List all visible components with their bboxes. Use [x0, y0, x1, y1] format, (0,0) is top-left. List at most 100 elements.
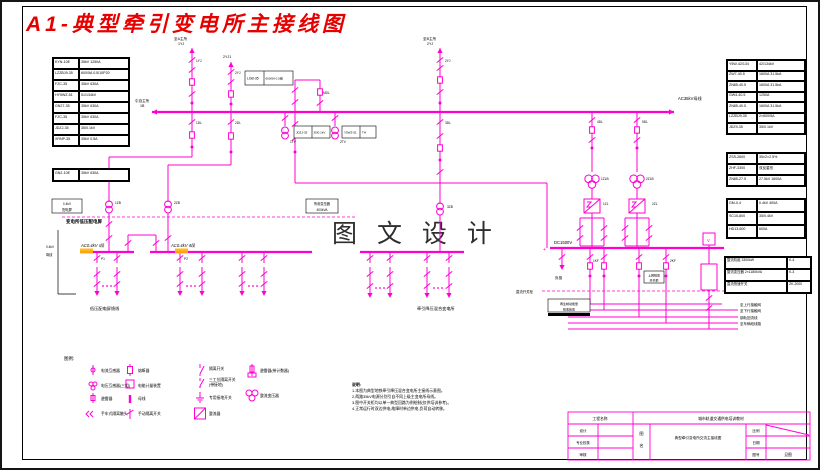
table-cell: 1600A 31.5kA	[757, 70, 805, 81]
device-tag: 5DL	[642, 120, 648, 124]
table-cell: 35kV 1250A	[79, 58, 129, 69]
lgb-box-code: LGB-35	[247, 77, 259, 81]
table-cell: 35kV 630A	[79, 113, 129, 124]
table-cell: XRNP-35	[53, 135, 79, 146]
boxed-labels	[51, 70, 665, 316]
table-cell: 2×600/5A	[757, 112, 805, 123]
ac-bus-label: AC35kV母线	[678, 95, 703, 102]
mixed-substation-group	[360, 250, 464, 299]
lv-box-label-1: 0.4kV	[63, 202, 72, 206]
device-tag: 1KF	[593, 259, 599, 263]
dc-output-label: 至下行接触网	[740, 309, 761, 314]
pt1-box-spec: 35/0.1kV	[314, 131, 326, 135]
table-cell: 1600A 31.5kA	[757, 81, 805, 92]
table-cell: HY5WZ-51	[53, 91, 79, 102]
table-cell: HD13-600	[727, 225, 757, 238]
table-cell: FZC-35	[53, 113, 79, 124]
table-cell: ZSS-2600	[727, 153, 757, 164]
table-cell: 35kV 630A	[79, 80, 129, 91]
dc-output-label: 钢轨回流线	[740, 315, 758, 320]
table-cell: ZK-2000	[787, 281, 811, 293]
legend-item-label: 手动隔离开关	[138, 411, 161, 416]
device-tag: 1ZLB	[601, 177, 609, 181]
legend-item-label: 避雷器	[101, 396, 113, 401]
lv-feeder-caption: 低压配电屏馈线	[90, 305, 120, 312]
legend-item-label: 电流互感器	[101, 368, 120, 373]
titleblock-number-label: 图号	[752, 452, 760, 457]
note-line: 1.本图为典型地铁牵引降压混合变电所主接线示意图。	[352, 388, 445, 393]
table-cell: 600/5A 0.5/10P20	[79, 69, 129, 80]
table-cell: 35kV 630A	[79, 169, 129, 181]
dc-plus-mark: +	[543, 247, 546, 253]
highlight-mark	[175, 248, 188, 254]
bus-source-label-1: 引自主所	[135, 98, 150, 103]
titleblock-fig-2: 名	[639, 442, 643, 449]
legend-symbols	[85, 364, 259, 420]
highlight-mark	[80, 248, 93, 254]
bus-source-label-2: 1B	[140, 104, 145, 108]
device-tag: 1YJ	[196, 59, 202, 63]
station-transformer-box-2: 400kVA	[317, 208, 329, 212]
device-tag: 2ZLB	[646, 177, 654, 181]
notes-block: 说明: 1.本图为典型地铁牵引降压混合变电所主接线示意图。 2.两路35kV电源…	[352, 382, 451, 412]
table-cell: JDZJ-35	[53, 124, 79, 135]
drawing-title: A1-典型牵引变电所主接线图	[26, 13, 347, 36]
notes-title: 说明:	[352, 382, 362, 387]
table-cell: FZC-35	[53, 80, 79, 91]
dc-output-label: 至上行接触网	[740, 303, 761, 307]
legend-item-label: 母线	[138, 396, 146, 401]
table-cell: 27.5kV 1600A	[757, 175, 805, 186]
table-cell: KYN-10E	[53, 58, 79, 69]
table-cell: 1250A	[757, 91, 805, 102]
table-cell: 整流机组 3300kW	[725, 257, 787, 269]
table-cell: ZW7-40.5	[727, 70, 757, 81]
lv-bus1-label: AC0.4kV Ⅰ段	[80, 243, 105, 248]
schematic-linework	[62, 47, 811, 461]
table-cell: ZN85-40.5	[727, 81, 757, 92]
dc-meter-glyph: V	[707, 238, 710, 243]
feeder-incoming-3	[436, 47, 444, 252]
device-tag: P2	[184, 257, 188, 261]
table-cell: 整流变压器 2×1180kVA	[725, 269, 787, 281]
table-cell: 35kV 0.5A	[79, 135, 129, 146]
regen-box-label-2: 吸收装置	[563, 307, 575, 312]
legend-item-label: 电压互感器(三相)	[101, 383, 131, 388]
table-cell: 35/0.1kV	[79, 124, 129, 135]
table-cell: ZN85-40.5	[727, 102, 757, 113]
titleblock-scale-label: 比例	[752, 428, 760, 433]
titleblock-org: 城市轨道交通供电培训教材	[698, 416, 744, 421]
table-cell: 600A	[757, 225, 805, 238]
pt1-box-code: JDZJ-35	[296, 131, 308, 135]
table-cell: K-3	[787, 269, 811, 281]
table-cell: K-4	[787, 257, 811, 269]
feeder3-label-1: 至B主所	[423, 36, 437, 41]
table-cell: LZZBJ9-35	[727, 112, 757, 123]
station-transformer-box-1: 所用变压器	[314, 201, 331, 206]
table-cell: 1600A 31.5kA	[757, 102, 805, 113]
mix-substation-caption: 牵引降压混合变电所	[417, 305, 455, 312]
iso-box-label-2: 开关柜	[649, 278, 658, 283]
feeder1-label-1: 至A主所	[174, 36, 188, 41]
table-cell: GW4-40.5	[727, 91, 757, 102]
table-cell: 35/0.4kV	[757, 212, 805, 225]
table-cell: 42/134kV	[757, 60, 805, 71]
feeder3-label-2: 2YJ	[427, 42, 433, 46]
table-cell: 51/134kV	[79, 91, 129, 102]
table-cell: 35±2×2.5%	[757, 153, 805, 164]
titleblock-row-audit: 审核	[579, 452, 587, 457]
table-cell: 双反星形	[757, 164, 805, 175]
pt2-box-code: Y5WZ-51	[344, 131, 357, 135]
feeder-incoming-2	[164, 61, 235, 252]
titleblock-row-check: 专业校核	[576, 440, 590, 445]
table-cell: LZZBJ9-35	[53, 69, 79, 80]
table-cell: SC10-800	[727, 212, 757, 225]
device-tag: P1	[101, 257, 105, 261]
table-cell: 35kV 630A	[79, 102, 129, 113]
dc-negative-label: 负极	[555, 275, 563, 280]
bus-tie-loop	[291, 79, 548, 248]
device-tag: 2DL	[235, 121, 241, 125]
